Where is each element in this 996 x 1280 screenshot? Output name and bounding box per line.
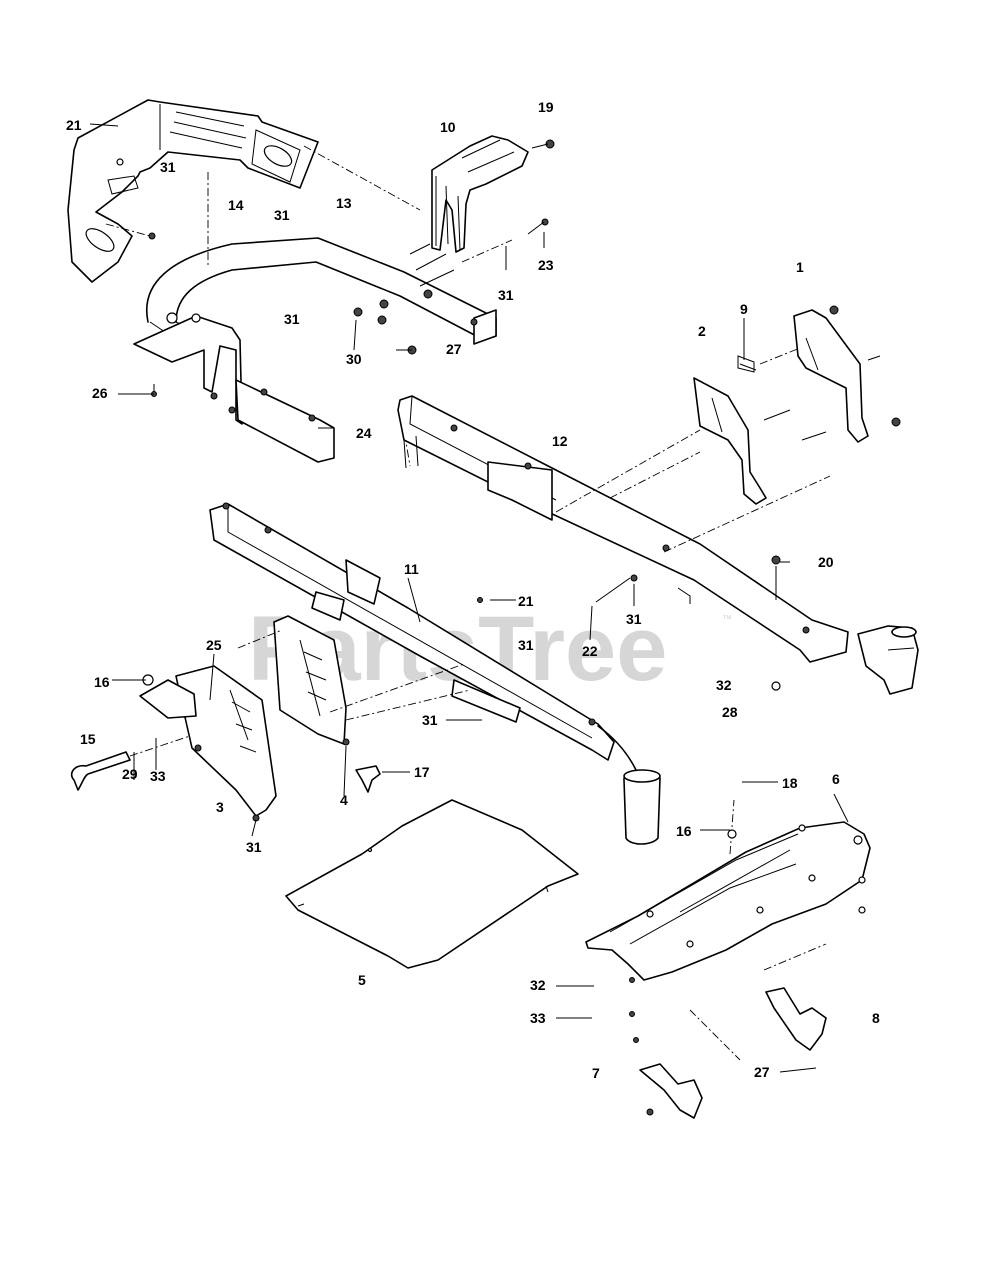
part-clip-17 bbox=[355, 765, 381, 793]
part-bracket-8 bbox=[763, 876, 866, 1051]
callout-27: 27 bbox=[754, 1064, 770, 1080]
callout-31: 31 bbox=[518, 637, 534, 653]
callout-23: 23 bbox=[538, 257, 554, 273]
callout-labels: 21 31 14 31 13 10 19 23 31 31 30 27 26 2… bbox=[66, 99, 880, 1081]
callout-1: 1 bbox=[796, 259, 804, 275]
callout-11: 11 bbox=[404, 561, 419, 577]
callout-33: 33 bbox=[530, 1010, 546, 1026]
loose-hardware bbox=[477, 363, 781, 1043]
callout-31: 31 bbox=[160, 159, 176, 175]
assembly-lines-top bbox=[105, 145, 513, 467]
callout-31: 31 bbox=[284, 311, 300, 327]
callout-33: 33 bbox=[150, 768, 166, 784]
callout-31: 31 bbox=[626, 611, 642, 627]
callout-32: 32 bbox=[530, 977, 546, 993]
watermark-trademark: ™ bbox=[722, 614, 732, 625]
callout-2: 2 bbox=[698, 323, 706, 339]
part-pin-15 bbox=[70, 735, 191, 791]
part-seat-pan bbox=[67, 99, 319, 283]
part-caster-tube bbox=[597, 725, 661, 845]
leader-lines bbox=[89, 123, 849, 1073]
part-seat-frame bbox=[145, 237, 497, 345]
callout-31: 31 bbox=[274, 207, 290, 223]
callout-21: 21 bbox=[518, 593, 534, 609]
part-side-brackets-3-4 bbox=[139, 615, 471, 822]
part-floor-plate-5 bbox=[285, 799, 579, 969]
callout-16: 16 bbox=[94, 674, 110, 690]
callout-28: 28 bbox=[722, 704, 738, 720]
callout-25: 25 bbox=[206, 637, 222, 653]
callout-32: 32 bbox=[716, 677, 732, 693]
callout-26: 26 bbox=[92, 385, 108, 401]
callout-21: 21 bbox=[66, 117, 82, 133]
part-cross-rail-11 bbox=[209, 502, 615, 761]
callout-16: 16 bbox=[676, 823, 692, 839]
part-bracket-1-2 bbox=[693, 305, 901, 505]
part-bracket-7 bbox=[639, 1009, 741, 1119]
callout-10: 10 bbox=[440, 119, 456, 135]
callout-30: 30 bbox=[346, 351, 362, 367]
callout-8: 8 bbox=[872, 1010, 880, 1026]
callout-4: 4 bbox=[340, 792, 348, 808]
callout-22: 22 bbox=[582, 643, 598, 659]
callout-17: 17 bbox=[414, 764, 430, 780]
part-seat-bracket-24 bbox=[133, 312, 335, 463]
callout-20: 20 bbox=[818, 554, 834, 570]
part-footrest-6 bbox=[585, 799, 871, 981]
callout-5: 5 bbox=[358, 972, 366, 988]
callout-27: 27 bbox=[446, 341, 462, 357]
callout-18: 18 bbox=[782, 775, 798, 791]
callout-12: 12 bbox=[552, 433, 568, 449]
callout-29: 29 bbox=[122, 766, 138, 782]
part-bracket-10 bbox=[431, 135, 555, 253]
callout-9: 9 bbox=[740, 301, 748, 317]
callout-24: 24 bbox=[356, 425, 372, 441]
callout-7: 7 bbox=[592, 1065, 600, 1081]
part-caster-housing bbox=[857, 625, 919, 695]
callout-31: 31 bbox=[498, 287, 514, 303]
callout-3: 3 bbox=[216, 799, 224, 815]
callout-31: 31 bbox=[246, 839, 262, 855]
callout-15: 15 bbox=[80, 731, 96, 747]
part-main-frame-12 bbox=[397, 395, 849, 663]
callout-19: 19 bbox=[538, 99, 554, 115]
callout-14: 14 bbox=[228, 197, 244, 213]
callout-6: 6 bbox=[832, 771, 840, 787]
callout-31: 31 bbox=[422, 712, 438, 728]
callout-13: 13 bbox=[336, 195, 352, 211]
